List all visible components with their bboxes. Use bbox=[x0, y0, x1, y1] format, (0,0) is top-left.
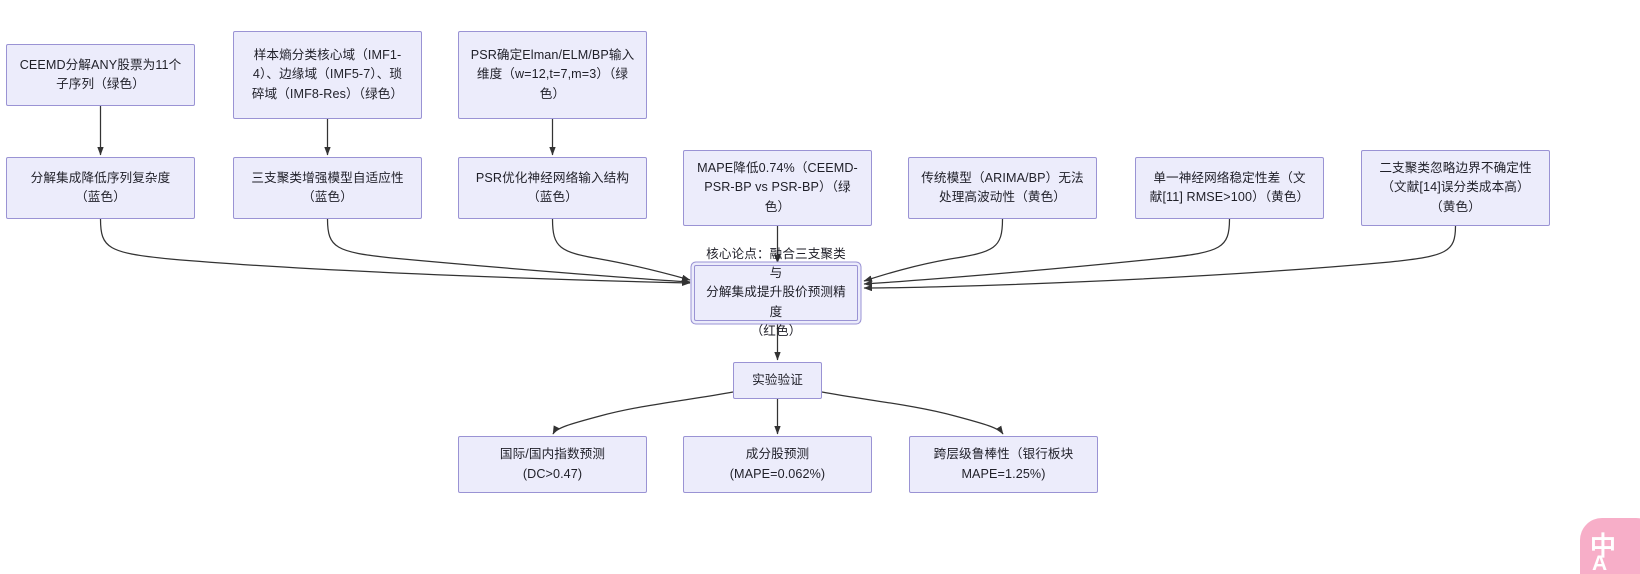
edge-n11-n12 bbox=[552, 391, 734, 435]
node-three-way-clustering-adaptivity[interactable]: 三支聚类增强模型自适应性 （蓝色） bbox=[233, 157, 422, 219]
node-label: MAPE降低0.74%（CEEMD- PSR-BP vs PSR-BP）（绿 色… bbox=[697, 161, 858, 214]
edge-n6-core bbox=[551, 218, 691, 281]
edge-n5-core bbox=[326, 218, 691, 285]
node-two-way-clustering-limitation[interactable]: 二支聚类忽略边界不确定性 （文献[14]误分类成本高） （黄色） bbox=[1361, 150, 1550, 226]
node-cross-level-robustness-result[interactable]: 跨层级鲁棒性（银行板块 MAPE=1.25%) bbox=[909, 436, 1098, 493]
node-label: 分解集成降低序列复杂度 （蓝色） bbox=[30, 170, 171, 204]
node-label: 国际/国内指数预测 (DC>0.47) bbox=[499, 447, 606, 481]
node-core-claim[interactable]: 核心论点：融合三支聚类与 分解集成提升股价预测精度 （红色） bbox=[694, 247, 858, 338]
node-label: PSR优化神经网络输入结构 （蓝色） bbox=[475, 170, 630, 204]
node-traditional-model-limitation[interactable]: 传统模型（ARIMA/BP）无法 处理高波动性（黄色） bbox=[908, 157, 1097, 219]
node-ceemd-decomposition[interactable]: CEEMD分解ANY股票为11个 子序列（绿色） bbox=[6, 44, 195, 106]
watermark-line1: 中 bbox=[1590, 531, 1617, 561]
node-label: 二支聚类忽略边界不确定性 （文献[14]误分类成本高） （黄色） bbox=[1379, 161, 1532, 214]
node-index-forecast-result[interactable]: 国际/国内指数预测 (DC>0.47) bbox=[458, 436, 647, 493]
node-single-network-instability[interactable]: 单一神经网络稳定性差（文 献[11] RMSE>100）（黄色） bbox=[1135, 157, 1324, 219]
node-decomposition-reduces-complexity[interactable]: 分解集成降低序列复杂度 （蓝色） bbox=[6, 157, 195, 219]
node-label: PSR确定Elman/ELM/BP输入 维度（w=12,t=7,m=3）（绿 色… bbox=[470, 48, 635, 101]
node-sample-entropy-classification[interactable]: 样本熵分类核心域（IMF1- 4）、边缘域（IMF5-7）、琐 碎域（IMF8-… bbox=[233, 31, 422, 119]
node-label: 单一神经网络稳定性差（文 献[11] RMSE>100）（黄色） bbox=[1149, 170, 1310, 204]
node-label: 三支聚类增强模型自适应性 （蓝色） bbox=[251, 170, 404, 204]
edge-n8-core bbox=[863, 218, 1004, 282]
node-label: 传统模型（ARIMA/BP）无法 处理高波动性（黄色） bbox=[921, 170, 1084, 204]
node-experimental-verification[interactable]: 实验验证 bbox=[733, 362, 822, 399]
node-label: 实验验证 bbox=[752, 372, 803, 387]
node-label: 样本熵分类核心域（IMF1- 4）、边缘域（IMF5-7）、琐 碎域（IMF8-… bbox=[251, 48, 404, 101]
edge-n11-n14 bbox=[821, 391, 1004, 435]
node-constituent-stock-result[interactable]: 成分股预测 (MAPE=0.062%) bbox=[683, 436, 872, 493]
watermark-logo: 中 A bbox=[1580, 518, 1640, 574]
node-psr-optimizes-network-input[interactable]: PSR优化神经网络输入结构 （蓝色） bbox=[458, 157, 647, 219]
watermark-line2: A bbox=[1592, 552, 1609, 574]
node-label: 成分股预测 (MAPE=0.062%) bbox=[729, 447, 826, 481]
node-label: 跨层级鲁棒性（银行板块 MAPE=1.25%) bbox=[933, 447, 1074, 481]
node-mape-reduction[interactable]: MAPE降低0.74%（CEEMD- PSR-BP vs PSR-BP）（绿 色… bbox=[683, 150, 872, 226]
node-psr-input-dimension[interactable]: PSR确定Elman/ELM/BP输入 维度（w=12,t=7,m=3）（绿 色… bbox=[458, 31, 647, 119]
node-label: 核心论点：融合三支聚类与 分解集成提升股价预测精度 （红色） bbox=[706, 247, 846, 338]
edge-n9-core bbox=[863, 218, 1231, 287]
edge-n4-core bbox=[99, 218, 691, 287]
node-label: CEEMD分解ANY股票为11个 子序列（绿色） bbox=[19, 57, 182, 91]
edge-n10-core bbox=[863, 225, 1457, 292]
